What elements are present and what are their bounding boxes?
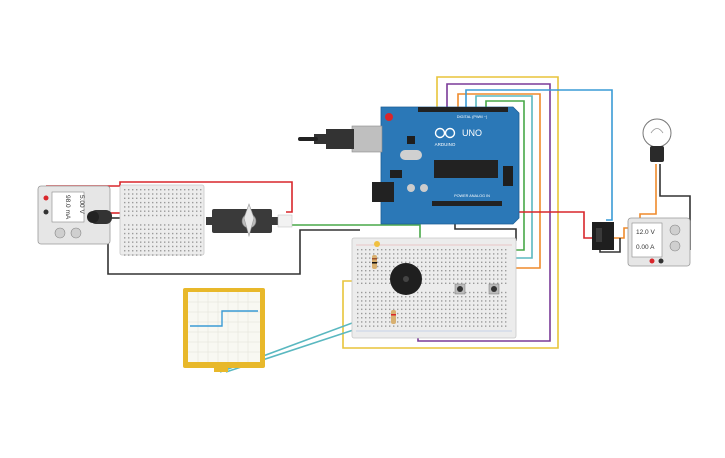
right-current-display: 0.00 A: [636, 244, 655, 251]
breadboard-small-holes: [124, 189, 202, 256]
left-voltage-display: 5.00 V: [78, 195, 85, 214]
arduino-header-bottom-label: POWER ANALOG IN: [454, 194, 490, 198]
motor-icon: [87, 211, 99, 223]
flex-sensor-grid: [188, 292, 260, 362]
wire-black-left[interactable]: [107, 229, 360, 275]
left-supply-knob-1[interactable]: [54, 227, 66, 239]
flex-sensor-trace: [190, 310, 258, 327]
arduino-uno[interactable]: DIGITAL (PWM ~) POWER ANALOG IN UNO ARDU…: [298, 106, 520, 225]
power-jack[interactable]: [372, 182, 394, 202]
left-supply-terminal-black[interactable]: [43, 209, 49, 215]
push-button-1[interactable]: [454, 283, 466, 295]
flex-sensor[interactable]: [183, 288, 265, 372]
usb-connector-icon[interactable]: [351, 125, 383, 153]
right-supply-terminal-red[interactable]: [649, 258, 655, 264]
breadboard-small[interactable]: [119, 184, 205, 256]
power-supply-right[interactable]: 12.0 V 0.00 A: [627, 217, 691, 267]
wire-green-servo[interactable]: [292, 224, 421, 240]
push-button-2[interactable]: [488, 283, 500, 295]
arduino-header-top-label: DIGITAL (PWM ~): [457, 115, 488, 119]
power-supply-left[interactable]: 5.00 V 98.0 mA: [37, 185, 111, 245]
reset-button[interactable]: [385, 113, 393, 121]
servo-motor[interactable]: [206, 203, 293, 238]
light-bulb[interactable]: [642, 118, 672, 162]
resistor-1[interactable]: [372, 255, 377, 269]
led-yellow[interactable]: [374, 241, 380, 247]
right-voltage-display: 12.0 V: [636, 229, 655, 236]
wire-blue-top[interactable]: [465, 89, 613, 221]
arduino-logo-icon: [434, 127, 456, 139]
wire-yellow-top[interactable]: [342, 76, 559, 349]
piezo-buzzer[interactable]: [390, 263, 422, 295]
arduino-brand-text: ARDUINO: [435, 142, 456, 147]
bulb-icon: [642, 118, 672, 148]
microcontroller-chip: [434, 160, 498, 178]
left-current-display: 98.0 mA: [64, 195, 71, 220]
right-supply-terminal-black[interactable]: [658, 258, 664, 264]
relay-icon: [592, 222, 614, 250]
right-supply-knob-1[interactable]: [669, 224, 681, 236]
right-supply-knob-2[interactable]: [669, 240, 681, 252]
wire-orange-top[interactable]: [457, 93, 541, 269]
dc-motor[interactable]: [87, 210, 112, 224]
relay[interactable]: [592, 222, 614, 250]
arduino-model-text: UNO: [462, 128, 482, 138]
left-supply-terminal-red[interactable]: [43, 195, 49, 201]
resistor-2[interactable]: [391, 310, 396, 324]
left-supply-knob-2[interactable]: [70, 227, 82, 239]
